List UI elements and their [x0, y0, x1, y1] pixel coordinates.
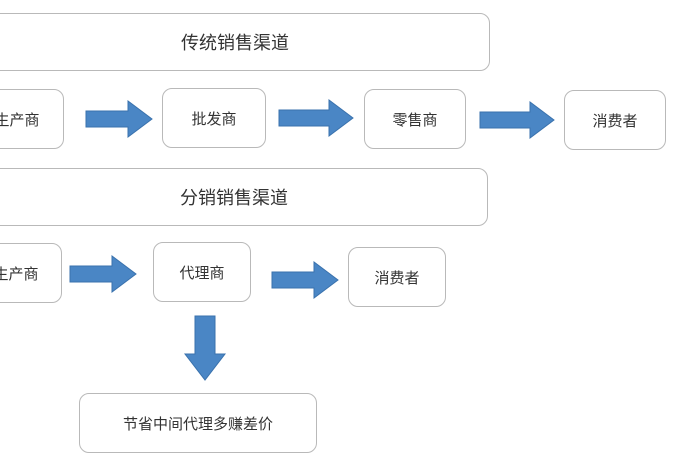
- arrow-right-icon: [85, 100, 153, 138]
- note-text: 节省中间代理多赚差价: [122, 414, 273, 433]
- node-label: 消费者: [592, 111, 638, 130]
- node-wholesaler: 批发商: [162, 88, 266, 148]
- traditional-channel-title: 传统销售渠道: [181, 33, 289, 54]
- node-consumer-1: 消费者: [564, 90, 666, 150]
- node-label: 零售商: [392, 110, 438, 129]
- arrow-right-icon: [479, 101, 555, 139]
- node-consumer-2: 消费者: [348, 247, 446, 307]
- distribution-channel-title: 分销销售渠道: [180, 188, 288, 209]
- arrow-right-icon: [278, 99, 354, 137]
- note-box: 节省中间代理多赚差价: [79, 393, 317, 453]
- node-label: 消费者: [374, 268, 420, 287]
- node-producer-2: 生产商: [0, 243, 62, 303]
- node-retailer: 零售商: [364, 89, 466, 149]
- node-agent: 代理商: [153, 242, 251, 302]
- node-label: 生产商: [0, 264, 39, 283]
- node-label: 代理商: [179, 263, 225, 282]
- arrow-right-icon: [271, 261, 339, 299]
- node-producer-1: 生产商: [0, 89, 64, 149]
- traditional-channel-header: 传统销售渠道: [0, 13, 490, 71]
- arrow-down-icon: [183, 315, 227, 381]
- arrow-right-icon: [69, 255, 137, 293]
- node-label: 批发商: [191, 109, 237, 128]
- node-label: 生产商: [0, 110, 40, 129]
- distribution-channel-header: 分销销售渠道: [0, 168, 488, 226]
